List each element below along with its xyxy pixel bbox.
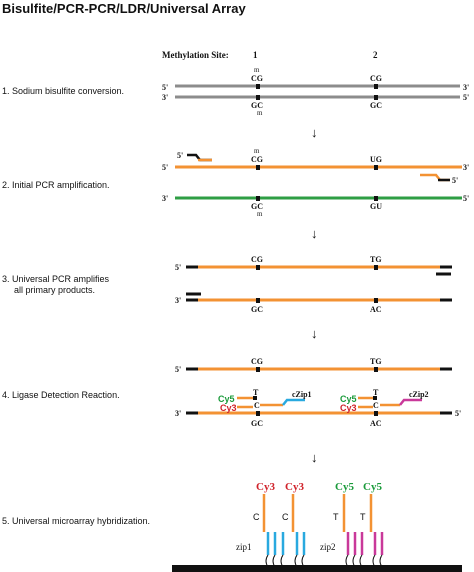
site-1-top-base: CG — [251, 155, 263, 164]
site-1-bottom-base: GC — [251, 202, 263, 211]
site-1-top-base: CG — [251, 74, 263, 83]
step-2-label: 2. Initial PCR amplification. — [2, 180, 110, 190]
methylation-site-label: Methylation Site: — [162, 50, 229, 60]
step-1-strands: 5' 3' 3' 5' m CG CG GC GC m — [162, 66, 469, 117]
step-3-strands: 5' 3' CG TG GC AC — [175, 255, 452, 314]
diagram-title: Bisulfite/PCR-PCR/LDR/Universal Array — [2, 1, 246, 16]
site-2-marker — [374, 84, 378, 89]
zip2-label: zip2 — [320, 542, 336, 552]
five-prime-label: 5' — [175, 365, 181, 374]
three-prime-label: 3' — [162, 194, 168, 203]
site-2-top-base: UG — [370, 155, 382, 164]
step-3-label-cont: all primary products. — [14, 285, 96, 295]
three-prime-label: 3' — [175, 409, 181, 418]
site-1-top-base: CG — [251, 357, 263, 366]
linker — [265, 554, 305, 568]
five-prime-label: 5' — [463, 194, 469, 203]
site-2-top-base: TG — [370, 255, 382, 264]
probe-base-marker — [373, 396, 377, 400]
cy3-dye-label: Cy3 — [220, 403, 237, 413]
methyl-mark: m — [254, 147, 260, 155]
probe-base-label: C — [253, 512, 260, 522]
five-prime-label: 5' — [162, 83, 168, 92]
methyl-mark: m — [254, 66, 260, 74]
site-2-marker — [374, 95, 378, 100]
site-1-top-base: CG — [251, 255, 263, 264]
step-4-label: 4. Ligase Detection Reaction. — [2, 390, 120, 400]
three-prime-label: 3' — [162, 93, 168, 102]
cy3-dye-label: Cy3 — [340, 403, 357, 413]
site-1-marker — [256, 298, 260, 303]
zip1-label: zip1 — [236, 542, 252, 552]
czip1-label: cZip1 — [292, 390, 312, 399]
site-1-marker — [256, 411, 260, 416]
site-2-marker — [374, 165, 378, 170]
site-2-marker — [374, 298, 378, 303]
step-5-array: Cy3 Cy3 C C zip1 Cy5 Cy5 T T zip2 — [172, 481, 462, 572]
site-2-top-base: TG — [370, 357, 382, 366]
five-prime-label: 5' — [455, 409, 461, 418]
step-4-strands: 5' 3' 5' CG TG GC AC Cy5 T Cy3 C cZip1 C… — [175, 357, 461, 428]
cy5-dye-label: Cy5 — [340, 394, 357, 404]
three-prime-label: 3' — [463, 83, 469, 92]
step-5-label: 5. Universal microarray hybridization. — [2, 516, 151, 526]
probe-base-label: T — [333, 512, 339, 522]
down-arrow: ↓ — [311, 326, 318, 341]
probe-base-label: C — [282, 512, 289, 522]
site-2-number: 2 — [373, 50, 378, 60]
step-1-label: 1. Sodium bisulfite conversion. — [2, 86, 125, 96]
three-prime-label: 3' — [175, 296, 181, 305]
cy3-dye-label: Cy3 — [256, 481, 275, 493]
site-1-bottom-base: GC — [251, 305, 263, 314]
cy3-dye-label: Cy3 — [285, 481, 304, 493]
cy5-dye-label: Cy5 — [363, 481, 382, 493]
probe-base-label: C — [254, 401, 260, 410]
site-2-top-base: CG — [370, 74, 382, 83]
site-1-bottom-base: GC — [251, 419, 263, 428]
five-prime-label: 5' — [177, 151, 183, 160]
probe-base-label: T — [253, 388, 259, 397]
site-1-number: 1 — [253, 50, 258, 60]
probe-base-marker — [253, 396, 257, 400]
site-2-bottom-base: AC — [370, 305, 382, 314]
probe-base-label: T — [373, 388, 379, 397]
step-3-label: 3. Universal PCR amplifies — [2, 274, 110, 284]
site-1-marker — [256, 165, 260, 170]
five-prime-label: 5' — [452, 176, 458, 185]
site-1-bottom-base: GC — [251, 101, 263, 110]
down-arrow: ↓ — [311, 226, 318, 241]
probe-base-label: C — [373, 401, 379, 410]
array-surface — [172, 565, 462, 572]
site-2-marker — [374, 367, 378, 372]
five-prime-label: 5' — [162, 163, 168, 172]
czip2-label: cZip2 — [409, 390, 429, 399]
site-1-marker — [256, 265, 260, 270]
five-prime-label: 5' — [175, 263, 181, 272]
site-2-bottom-base: AC — [370, 419, 382, 428]
site-2-bottom-base: GU — [370, 202, 382, 211]
five-prime-label: 5' — [463, 93, 469, 102]
czip2-tag — [399, 398, 422, 406]
czip1-tag — [282, 398, 305, 406]
methyl-mark: m — [257, 210, 263, 218]
step-2-strands: 5' 5' 3' 5' 3' 5' m CG UG GC GU m — [162, 147, 469, 218]
cy5-dye-label: Cy5 — [335, 481, 354, 493]
site-1-marker — [256, 196, 260, 201]
site-1-marker — [256, 95, 260, 100]
down-arrow: ↓ — [311, 125, 318, 140]
linker — [345, 554, 383, 568]
site-1-marker — [256, 84, 260, 89]
site-2-marker — [374, 196, 378, 201]
down-arrow: ↓ — [311, 450, 318, 465]
cy5-dye-label: Cy5 — [218, 394, 235, 404]
site-2-marker — [374, 411, 378, 416]
site-2-bottom-base: GC — [370, 101, 382, 110]
site-1-marker — [256, 367, 260, 372]
methyl-mark: m — [257, 109, 263, 117]
three-prime-label: 3' — [463, 163, 469, 172]
site-2-marker — [374, 265, 378, 270]
probe-base-label: T — [360, 512, 366, 522]
